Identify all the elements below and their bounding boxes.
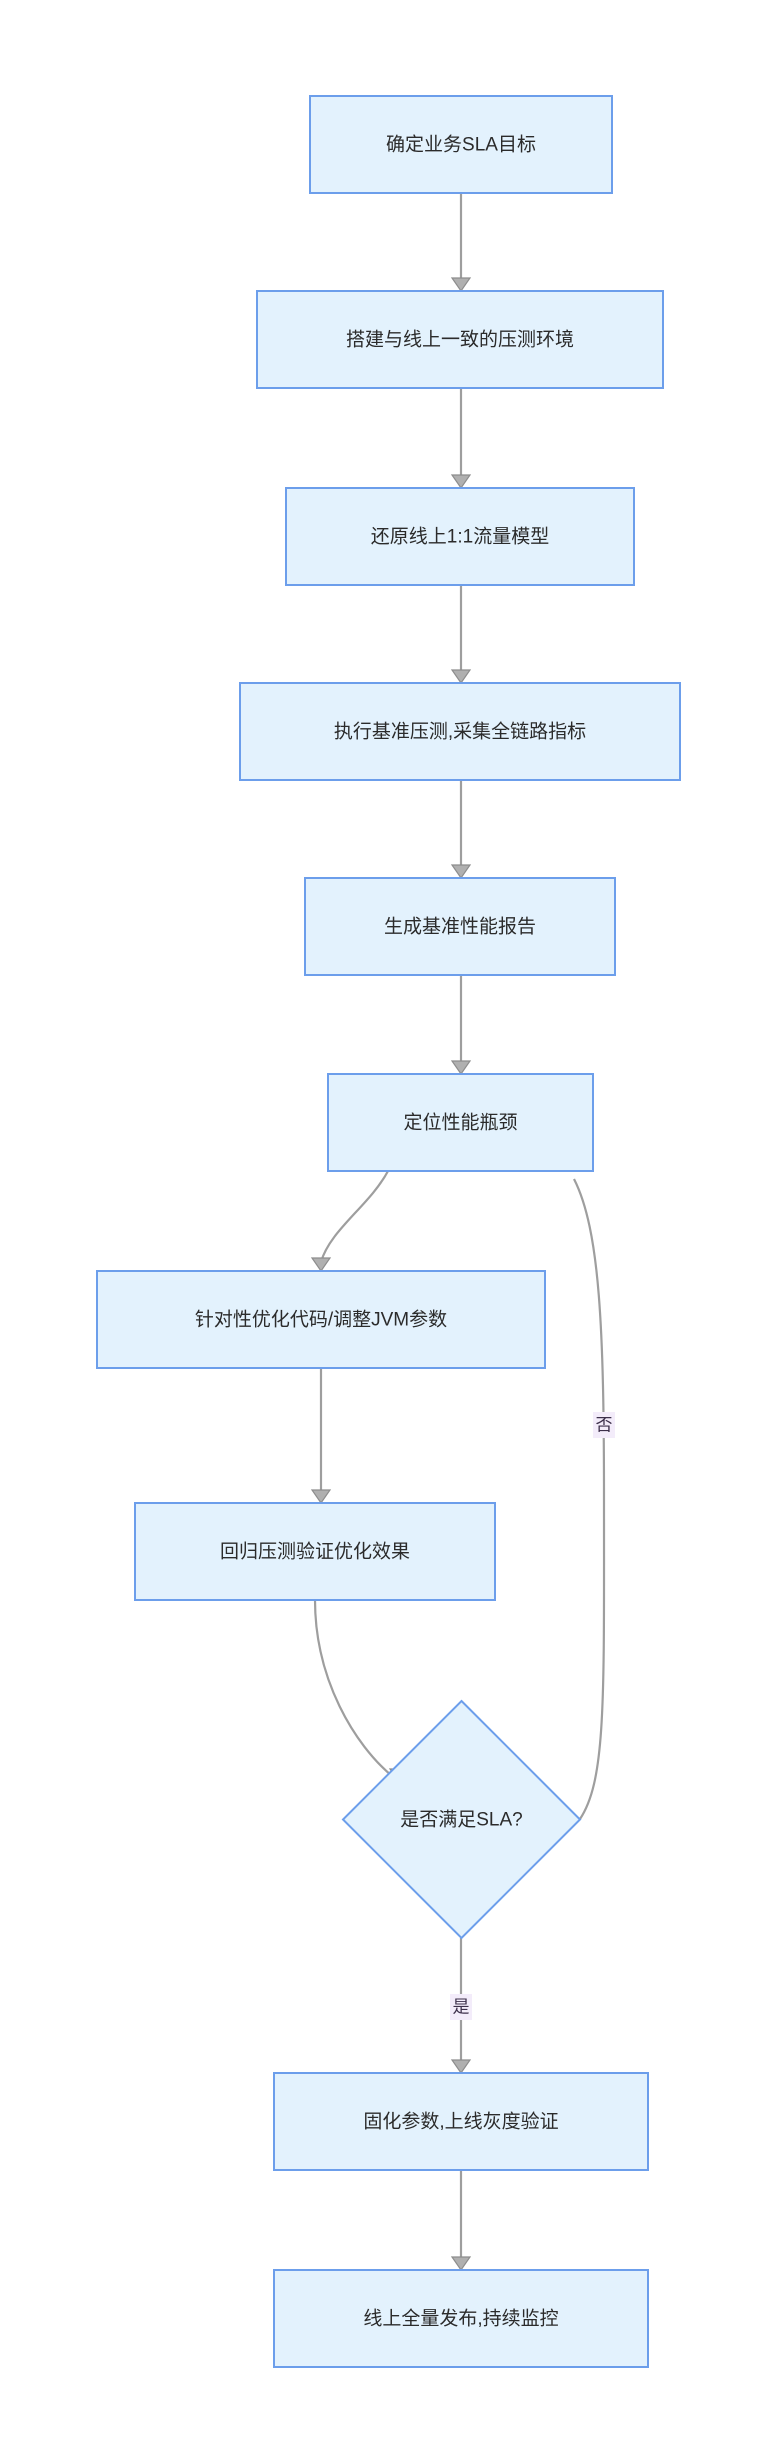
node-n9[interactable]: 是否满足SLA? (341, 1699, 582, 1940)
node-n6[interactable]: 定位性能瓶颈 (327, 1073, 594, 1172)
edge-n10-to-n11 (450, 2170, 472, 2272)
arrowhead-icon (450, 277, 472, 293)
process-shape[interactable] (304, 877, 616, 976)
edge-n6-to-n7 (310, 1170, 389, 1273)
arrowhead-icon (310, 1257, 332, 1273)
process-shape[interactable] (273, 2072, 649, 2171)
edge-n9-to-n6 (559, 1157, 606, 1820)
edge-label-n9-to-n6: 否 (593, 1412, 615, 1438)
node-n4[interactable]: 执行基准压测,采集全链路指标 (239, 682, 681, 781)
edge-label-background (450, 1994, 472, 2020)
process-shape[interactable] (285, 487, 635, 586)
nodes-layer: 确定业务SLA目标搭建与线上一致的压测环境还原线上1:1流量模型执行基准压测,采… (96, 95, 681, 2368)
node-n1[interactable]: 确定业务SLA目标 (309, 95, 613, 194)
process-shape[interactable] (96, 1270, 546, 1369)
edge-n2-to-n3 (450, 388, 472, 490)
arrowhead-icon (310, 1489, 332, 1505)
node-n3[interactable]: 还原线上1:1流量模型 (285, 487, 635, 586)
process-shape[interactable] (327, 1073, 594, 1172)
node-n8[interactable]: 回归压测验证优化效果 (134, 1502, 496, 1601)
edge-n7-to-n8 (310, 1368, 332, 1505)
node-n11[interactable]: 线上全量发布,持续监控 (273, 2269, 649, 2368)
arrowhead-icon (450, 1060, 472, 1076)
arrowhead-icon (450, 2256, 472, 2272)
node-n10[interactable]: 固化参数,上线灰度验证 (273, 2072, 649, 2171)
process-shape[interactable] (309, 95, 613, 194)
edge-n8-to-n9 (313, 1599, 410, 1784)
process-shape[interactable] (273, 2269, 649, 2368)
edge-n4-to-n5 (450, 780, 472, 880)
edge-n1-to-n2 (450, 193, 472, 293)
edge-line (313, 1599, 393, 1777)
edge-label-n9-to-n10: 是 (450, 1994, 472, 2020)
arrowhead-icon (450, 474, 472, 490)
arrowhead-icon (450, 669, 472, 685)
process-shape[interactable] (134, 1502, 496, 1601)
decision-shape[interactable] (341, 1699, 582, 1940)
edge-line (319, 1170, 389, 1263)
node-n7[interactable]: 针对性优化代码/调整JVM参数 (96, 1270, 546, 1369)
process-shape[interactable] (256, 290, 664, 389)
edge-n3-to-n4 (450, 585, 472, 685)
process-shape[interactable] (239, 682, 681, 781)
edge-line (573, 1178, 606, 1820)
node-n2[interactable]: 搭建与线上一致的压测环境 (256, 290, 664, 389)
edge-label-background (593, 1412, 615, 1438)
arrowhead-icon (450, 2059, 472, 2075)
node-n5[interactable]: 生成基准性能报告 (304, 877, 616, 976)
edge-n5-to-n6 (450, 975, 472, 1076)
arrowhead-icon (450, 864, 472, 880)
